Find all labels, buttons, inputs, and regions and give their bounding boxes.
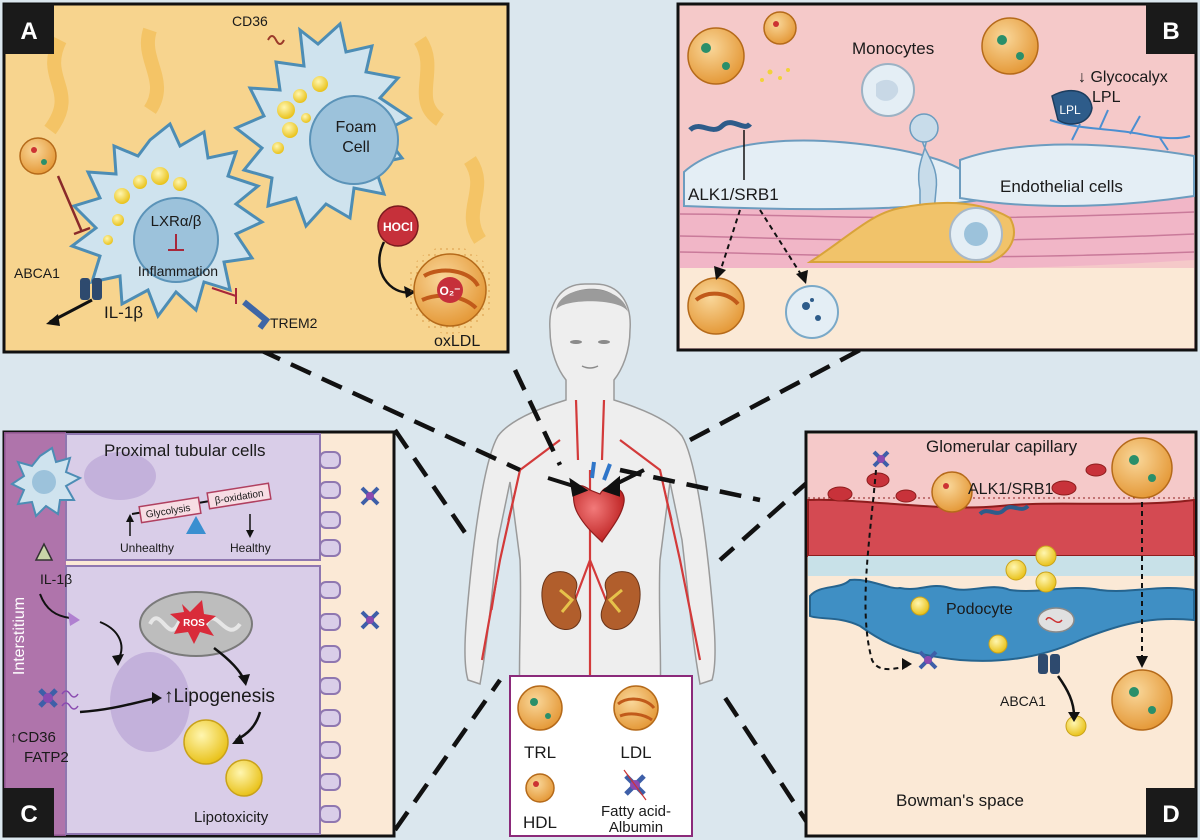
lipogenesis-label: ↑Lipogenesis [164,686,275,707]
red-blood-cells [827,463,1160,503]
foam-cell-label-1: Foam [336,119,377,136]
lipotoxicity-label: Lipotoxicity [194,809,269,826]
lpl-badge: LPL [1059,103,1081,117]
lipid-droplet [225,759,263,797]
legend: TRL LDL HDL Fatty acid- Albumin [509,675,693,837]
panel-b-lipoproteins [687,11,1039,339]
cd36-label-c: ↑CD36 [10,729,56,746]
ros-burst-icon [170,600,216,644]
cd36-label: CD36 [232,13,268,29]
legend-fatty-acid-albumin: Fatty acid- Albumin [601,769,671,836]
human-body-illustration [464,283,716,701]
foam-cell-label-2: Cell [342,139,370,156]
alk1-srb1-label-b: ALK1/SRB1 [688,185,779,204]
abca1-label-d: ABCA1 [1000,693,1046,709]
fatp2-label: FATP2 [24,749,69,766]
lpl-enzyme-icon [1051,89,1093,125]
legend-fa-label-1: Fatty acid- [601,803,671,820]
receptor-icon [688,120,752,133]
il1b-triangle-icon [34,542,54,561]
heart-arrows [547,468,645,497]
monocytes-label: Monocytes [852,39,934,58]
il1b-label-c: IL-1β [40,571,72,587]
panel-d-letter: D [1162,801,1179,828]
endothelial-cell-2 [959,143,1195,207]
proximal-tubular-label: Proximal tubular cells [104,441,266,460]
panel-c: Interstitium C Proximal tubular cells Gl… [2,430,396,838]
glycocalyx-label: ↓ Glycocalyx [1078,69,1168,86]
panel-a: A Foam Cell CD36 LXRα/β Inflammation ABC… [2,2,510,354]
legend-ldl-label: LDL [620,743,651,762]
panel-d: D Glomerular capillary ALK1/SRB1 Podocyt… [804,430,1198,838]
unhealthy-label: Unhealthy [120,541,174,555]
legend-hdl-label: HDL [523,813,557,832]
ros-label: ROS [183,618,205,629]
legend-trl-label: TRL [524,743,556,762]
legend-ldl: LDL [613,685,659,762]
inflammation-label: Inflammation [138,263,218,279]
lpl-label: LPL [1092,89,1121,106]
podocyte-cell [809,578,1195,662]
panel-b-letter: B [1162,18,1179,45]
legend-fa-label-2: Albumin [609,819,663,836]
trem2-label: TREM2 [270,315,318,331]
il1b-label-a: IL-1β [104,303,143,322]
bowmans-space-label: Bowman's space [896,791,1024,810]
lxr-label: LXRα/β [151,213,202,230]
o2-label: O₂⁻ [440,284,461,298]
endothelial-label: Endothelial cells [1000,177,1123,196]
podocyte-label: Podocyte [946,601,1013,618]
kidneys-icon [541,571,641,630]
panel-c-letter: C [20,801,37,828]
lipid-droplet [183,719,229,765]
panel-a-letter: A [20,18,37,45]
interstitium-label: Interstitium [11,597,28,675]
trl-icon [517,685,563,731]
ldl-icon [613,685,659,731]
healthy-label: Healthy [230,541,271,555]
oxldl-label: oxLDL [434,333,480,350]
alk1-srb1-label-d: ALK1/SRB1 [968,481,1053,498]
legend-hdl: HDL [523,773,557,832]
hdl-icon [525,773,555,803]
legend-trl: TRL [517,685,563,762]
dashed-connectors [259,347,862,832]
panel-b: B Endothelial cells Monocytes [676,2,1198,352]
abca1-label-a: ABCA1 [14,265,60,281]
glomerular-capillary-label: Glomerular capillary [926,437,1078,456]
hocl-label: HOCl [383,220,413,234]
fatty-acid-albumin-icon [360,486,380,630]
